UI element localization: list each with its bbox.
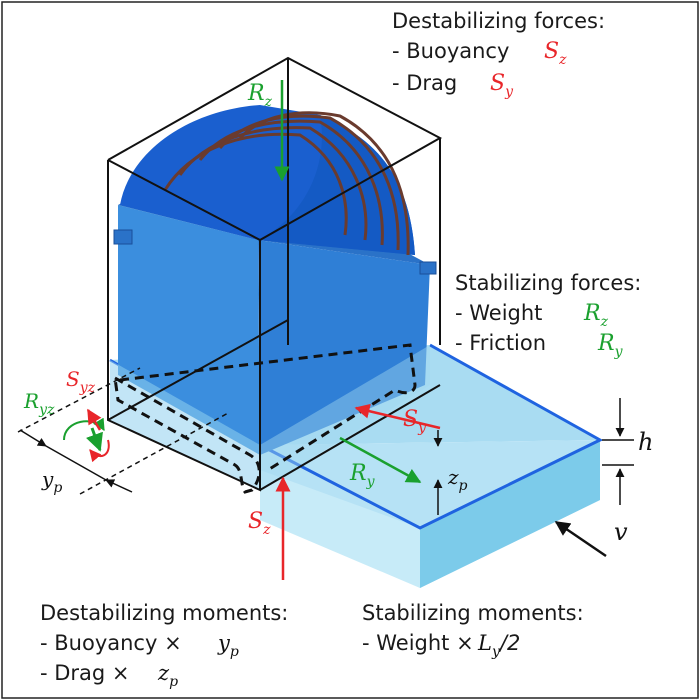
destabilizing-moments-title: Destabilizing moments: (40, 601, 288, 625)
flow-arrow (554, 520, 607, 558)
destabilizing-buoyancy-symbol: Sz (544, 39, 567, 68)
sy-drag-label: Sy (403, 407, 427, 436)
stabilizing-moments-title: Stabilizing moments: (362, 601, 584, 625)
syz-moment-arrow (89, 439, 110, 463)
ry-friction-arrow (339, 436, 422, 484)
stabilizing-forces-block: Stabilizing forces: - Weight Rz - Fricti… (455, 271, 641, 360)
moment-drag: - Drag × (40, 661, 130, 685)
stabilizing-weight: - Weight (455, 301, 542, 325)
moment-weight-arm: Ly/2 (477, 631, 520, 660)
ryz-label: Ryz (23, 389, 55, 418)
stabilizing-weight-symbol: Rz (583, 301, 609, 330)
ry-friction-label: Ry (349, 461, 376, 490)
v-label: v (614, 518, 628, 546)
rz-top-label: Rz (247, 81, 273, 110)
destabilizing-drag-symbol: Sy (490, 71, 514, 100)
zp-label: zp (447, 465, 468, 494)
destabilizing-drag: - Drag (392, 71, 457, 95)
syz-arrow (86, 408, 102, 431)
moment-weight: - Weight × (362, 631, 474, 655)
stabilizing-moments-block: Stabilizing moments: - Weight × Ly/2 (362, 601, 584, 660)
bounding-box (107, 56, 443, 492)
h-label: h (638, 428, 653, 456)
moment-buoyancy-arm: yp (217, 631, 239, 660)
ryz-moment-arrow (63, 417, 105, 441)
stabilizing-friction: - Friction (455, 331, 546, 355)
destabilizing-buoyancy: - Buoyancy (392, 39, 509, 63)
destabilizing-moments-block: Destabilizing moments: - Buoyancy × yp -… (40, 601, 288, 690)
yp-dimension (17, 367, 231, 495)
h-dimension (602, 398, 634, 505)
destabilizing-forces-block: Destabilizing forces: - Buoyancy Sz - Dr… (392, 9, 605, 100)
moment-drag-arm: zp (157, 661, 178, 690)
ryz-arrow (86, 427, 103, 452)
submerged-face-right (260, 345, 430, 490)
stabilizing-forces-title: Stabilizing forces: (455, 271, 641, 295)
sy-drag-arrow (354, 403, 441, 430)
yp-label: yp (41, 467, 62, 496)
sz-bottom-label: Sz (248, 509, 271, 538)
destabilizing-forces-title: Destabilizing forces: (392, 9, 605, 33)
footprint-outline (113, 343, 417, 494)
syz-label: Syz (66, 367, 96, 396)
moment-buoyancy: - Buoyancy × (40, 631, 182, 655)
stabilizing-friction-symbol: Ry (597, 331, 624, 360)
